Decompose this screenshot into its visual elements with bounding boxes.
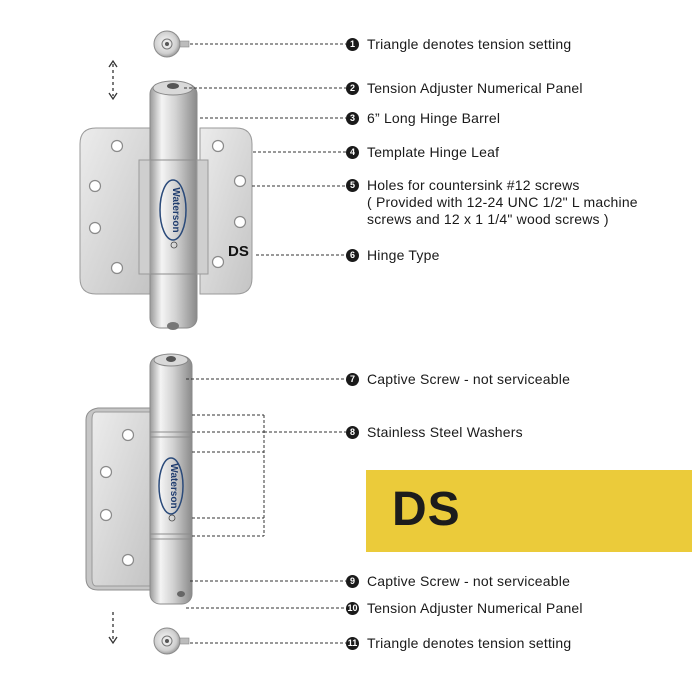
callout-line: screws and 12 x 1 1/4" wood screws ) [367,211,609,227]
callout-10: 10 Tension Adjuster Numerical Panel [346,600,583,617]
callout-text: 6” Long Hinge Barrel [367,110,500,127]
callout-11: 11 Triangle denotes tension setting [346,635,571,652]
callout-text: Holes for countersink #12 screws( Provid… [367,177,638,228]
callout-number-badge: 2 [346,82,359,95]
callout-number-badge: 1 [346,38,359,51]
hinge-type-label: DS [228,243,249,260]
callout-8: 8 Stainless Steel Washers [346,424,523,441]
callout-line: Triangle denotes tension setting [367,36,572,52]
callout-line: Hinge Type [367,247,440,263]
callout-text: Template Hinge Leaf [367,144,499,161]
ds-banner-text: DS [392,483,461,536]
tension-cap-bottom-icon [153,627,190,655]
svg-text:Waterson: Waterson [168,463,179,508]
callout-text: Triangle denotes tension setting [367,36,571,53]
callout-number-badge: 10 [346,602,359,615]
callout-text: Hinge Type [367,247,440,264]
bottom-hinge: Waterson [85,353,193,605]
callout-line: Triangle denotes tension setting [367,635,572,651]
callout-line: Template Hinge Leaf [367,144,500,160]
callout-line: Captive Screw - not serviceable [367,371,571,387]
callout-2: 2 Tension Adjuster Numerical Panel [346,80,583,97]
down-arrow-icon [108,612,118,645]
callout-line: Holes for countersink #12 screws [367,177,580,193]
callout-number-badge: 6 [346,249,359,262]
callout-line: Tension Adjuster Numerical Panel [367,600,583,616]
callout-number-badge: 3 [346,112,359,125]
callout-line: ( Provided with 12-24 UNC 1/2" L machine [367,194,638,210]
callout-text: Captive Screw - not serviceable [367,573,570,590]
callout-3: 3 6” Long Hinge Barrel [346,110,500,127]
up-down-arrow-icon [108,59,118,101]
callout-7: 7 Captive Screw - not serviceable [346,371,570,388]
callout-line: Stainless Steel Washers [367,424,523,440]
callout-text: Tension Adjuster Numerical Panel [367,600,583,617]
callout-text: Tension Adjuster Numerical Panel [367,80,583,97]
waterson-logo-text: Waterson [170,187,181,232]
callout-text: Stainless Steel Washers [367,424,523,441]
callout-number-badge: 4 [346,146,359,159]
ds-banner: DS [366,470,692,552]
top-hinge: Waterson [79,80,253,330]
waterson-logo [159,179,187,241]
callout-4: 4 Template Hinge Leaf [346,144,499,161]
callout-text: Captive Screw - not serviceable [367,371,570,388]
screw-holes [88,139,247,275]
callout-number-badge: 7 [346,373,359,386]
callout-text: Triangle denotes tension setting [367,635,571,652]
callout-line: Captive Screw - not serviceable [367,573,571,589]
callout-9: 9 Captive Screw - not serviceable [346,573,570,590]
tension-cap-top-icon [153,30,190,58]
callout-1: 1 Triangle denotes tension setting [346,36,571,53]
callout-number-badge: 8 [346,426,359,439]
callout-number-badge: 5 [346,179,359,192]
callout-number-badge: 11 [346,637,359,650]
callout-number-badge: 9 [346,575,359,588]
callout-line: Tension Adjuster Numerical Panel [367,80,583,96]
leader-lines [184,43,346,644]
callout-6: 6 Hinge Type [346,247,440,264]
callout-line: 6” Long Hinge Barrel [367,110,501,126]
template-hinge-leaf [79,127,151,295]
callout-5: 5 Holes for countersink #12 screws( Provi… [346,177,638,228]
